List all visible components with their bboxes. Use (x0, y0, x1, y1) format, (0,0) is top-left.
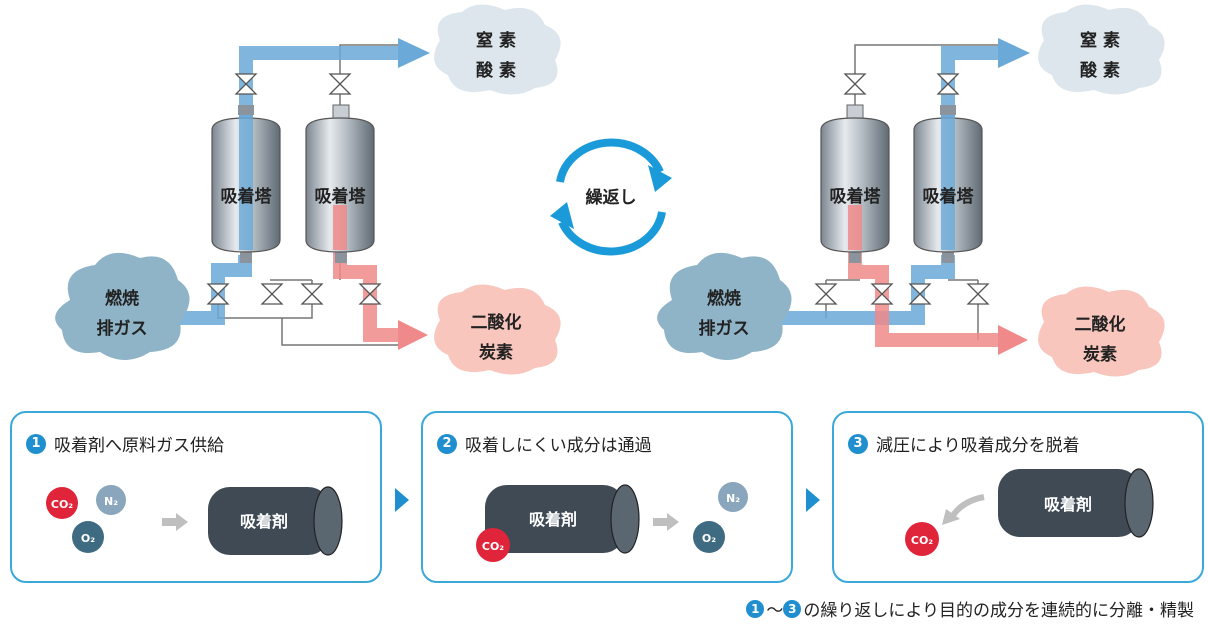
right-cloud-top-line2: 酸 素 (1080, 60, 1120, 81)
right-tower-a-label: 吸着塔 (830, 186, 882, 207)
step-3-number-badge: 3 (848, 433, 868, 454)
left-valves (206, 73, 382, 305)
footer-text: の繰り返しにより目的の成分を連続的に分離・精製 (803, 601, 1194, 621)
footer-note: 1 〜 3 の繰り返しにより目的の成分を連続的に分離・精製 (746, 596, 1194, 621)
step-2-n2-molecule (718, 482, 748, 512)
right-cloud-bottom-line1: 二酸化 (1075, 314, 1126, 335)
step-3-release-arrow-icon (949, 494, 985, 519)
left-tower-b (305, 104, 375, 263)
step-panel-2: 2 吸着しにくい成分は通過 吸着剤 CO₂ N₂ O₂ (421, 411, 793, 583)
step-2-o2-molecule (693, 521, 725, 553)
step-2-number-badge: 2 (437, 433, 457, 454)
step-2-title-row: 2 吸着しにくい成分は通過 (437, 431, 652, 456)
left-tower-a-label: 吸着塔 (221, 186, 273, 207)
cycle-arrowhead-top (648, 165, 672, 192)
step-panel-1: 1 吸着剤へ原料ガス供給 CO₂ N₂ O₂ 吸着剤 (10, 411, 382, 583)
right-cloud-input-line2: 排ガス (699, 318, 750, 339)
step-2-flow-arrow-icon (653, 513, 679, 531)
step-3-co2-label: CO₂ (911, 534, 933, 547)
cycle-label: 繰返し (586, 187, 637, 208)
right-blue-flow (780, 46, 1000, 325)
right-cloud-top-line1: 窒 素 (1080, 30, 1120, 51)
step-1-title: 吸着剤へ原料ガス供給 (54, 436, 224, 456)
step-1-co2-label: CO₂ (51, 498, 73, 511)
step-2-title: 吸着しにくい成分は通過 (465, 436, 652, 456)
cycle-arrowhead-bottom (550, 202, 574, 229)
step-1-co2-molecule (46, 487, 78, 519)
step-2-adsorbent-cylinder (485, 484, 640, 554)
left-tower-a (211, 105, 281, 263)
step-1-o2-label: O₂ (81, 532, 95, 545)
step-arrow-1-2 (395, 488, 409, 512)
left-cloud-bottom-line2: 炭素 (479, 342, 513, 363)
right-red-arrowhead (998, 325, 1028, 355)
left-cloud-top-line1: 窒 素 (476, 30, 516, 51)
step-3-adsorbent-cylinder (998, 468, 1154, 538)
step-1-n2-label: N₂ (104, 495, 118, 508)
step-1-n2-molecule (96, 485, 126, 515)
step-2-co2-label: CO₂ (482, 540, 504, 553)
right-system: 吸着塔 吸着塔 燃焼 排ガス 窒 素 酸 素 二酸化 炭素 (657, 4, 1165, 377)
right-tower-a (820, 104, 890, 263)
step-2-adsorbent-label: 吸着剤 (529, 510, 577, 529)
step-3-co2-molecule (905, 522, 939, 556)
step-1-title-row: 1 吸着剤へ原料ガス供給 (26, 431, 224, 456)
step-3-release-arrowhead-icon (942, 509, 960, 525)
right-cloud-input: 燃焼 排ガス (657, 252, 792, 360)
left-red-arrowhead (398, 320, 428, 350)
left-cloud-input-line2: 排ガス (97, 318, 148, 339)
left-cloud-bottom-line1: 二酸化 (471, 312, 522, 333)
cycle-arrow-bottom (558, 211, 666, 256)
right-cloud-output-bottom: 二酸化 炭素 (1038, 286, 1165, 377)
left-cloud-input: 燃焼 排ガス (55, 252, 190, 360)
right-tower-b-label: 吸着塔 (923, 186, 975, 207)
left-cloud-output-bottom: 二酸化 炭素 (434, 284, 561, 375)
right-cloud-input-line1: 燃焼 (707, 288, 741, 309)
step-3-adsorbent-label: 吸着剤 (1044, 495, 1092, 514)
cycle-arrow-top (556, 138, 664, 183)
right-cloud-bottom-line2: 炭素 (1083, 344, 1117, 365)
left-cloud-output-top: 窒 素 酸 素 (434, 4, 561, 95)
step-1-o2-molecule (72, 521, 104, 553)
step-panel-3: 3 減圧により吸着成分を脱着 吸着剤 CO₂ (832, 411, 1204, 583)
step-3-title-row: 3 減圧により吸着成分を脱着 (848, 431, 1080, 456)
step-1-illustration: CO₂ N₂ O₂ 吸着剤 (46, 485, 343, 556)
footer-end-badge: 3 (783, 599, 802, 618)
right-blue-arrowhead (998, 38, 1030, 68)
footer-tilde: 〜 (766, 601, 784, 621)
step-1-flow-arrow-icon (162, 513, 188, 531)
step-3-title: 減圧により吸着成分を脱着 (876, 436, 1080, 456)
step-2-illustration: 吸着剤 CO₂ N₂ O₂ (476, 482, 748, 562)
step-2-n2-label: N₂ (726, 492, 740, 505)
right-tower-b (913, 105, 983, 263)
step-1-number-badge: 1 (26, 433, 46, 454)
left-tower-b-label: 吸着塔 (315, 186, 367, 207)
right-valves (814, 73, 990, 305)
footer-start-badge: 1 (746, 599, 765, 618)
left-system: 吸着塔 吸着塔 燃焼 排ガス 窒 素 酸 素 二酸化 炭素 (55, 4, 561, 375)
step-1-adsorbent-cylinder (208, 486, 343, 556)
step-1-adsorbent-label: 吸着剤 (240, 512, 288, 531)
step-2-co2-molecule (476, 528, 510, 562)
step-3-illustration: 吸着剤 CO₂ (905, 468, 1154, 556)
cycle-indicator: 繰返し (550, 138, 672, 256)
left-cloud-input-line1: 燃焼 (105, 288, 139, 309)
step-2-o2-label: O₂ (702, 532, 716, 545)
left-blue-flow (175, 46, 400, 325)
right-cloud-output-top: 窒 素 酸 素 (1038, 4, 1165, 95)
left-cloud-top-line2: 酸 素 (476, 60, 516, 81)
step-arrow-2-3 (806, 488, 820, 512)
left-blue-arrowhead (398, 38, 430, 68)
